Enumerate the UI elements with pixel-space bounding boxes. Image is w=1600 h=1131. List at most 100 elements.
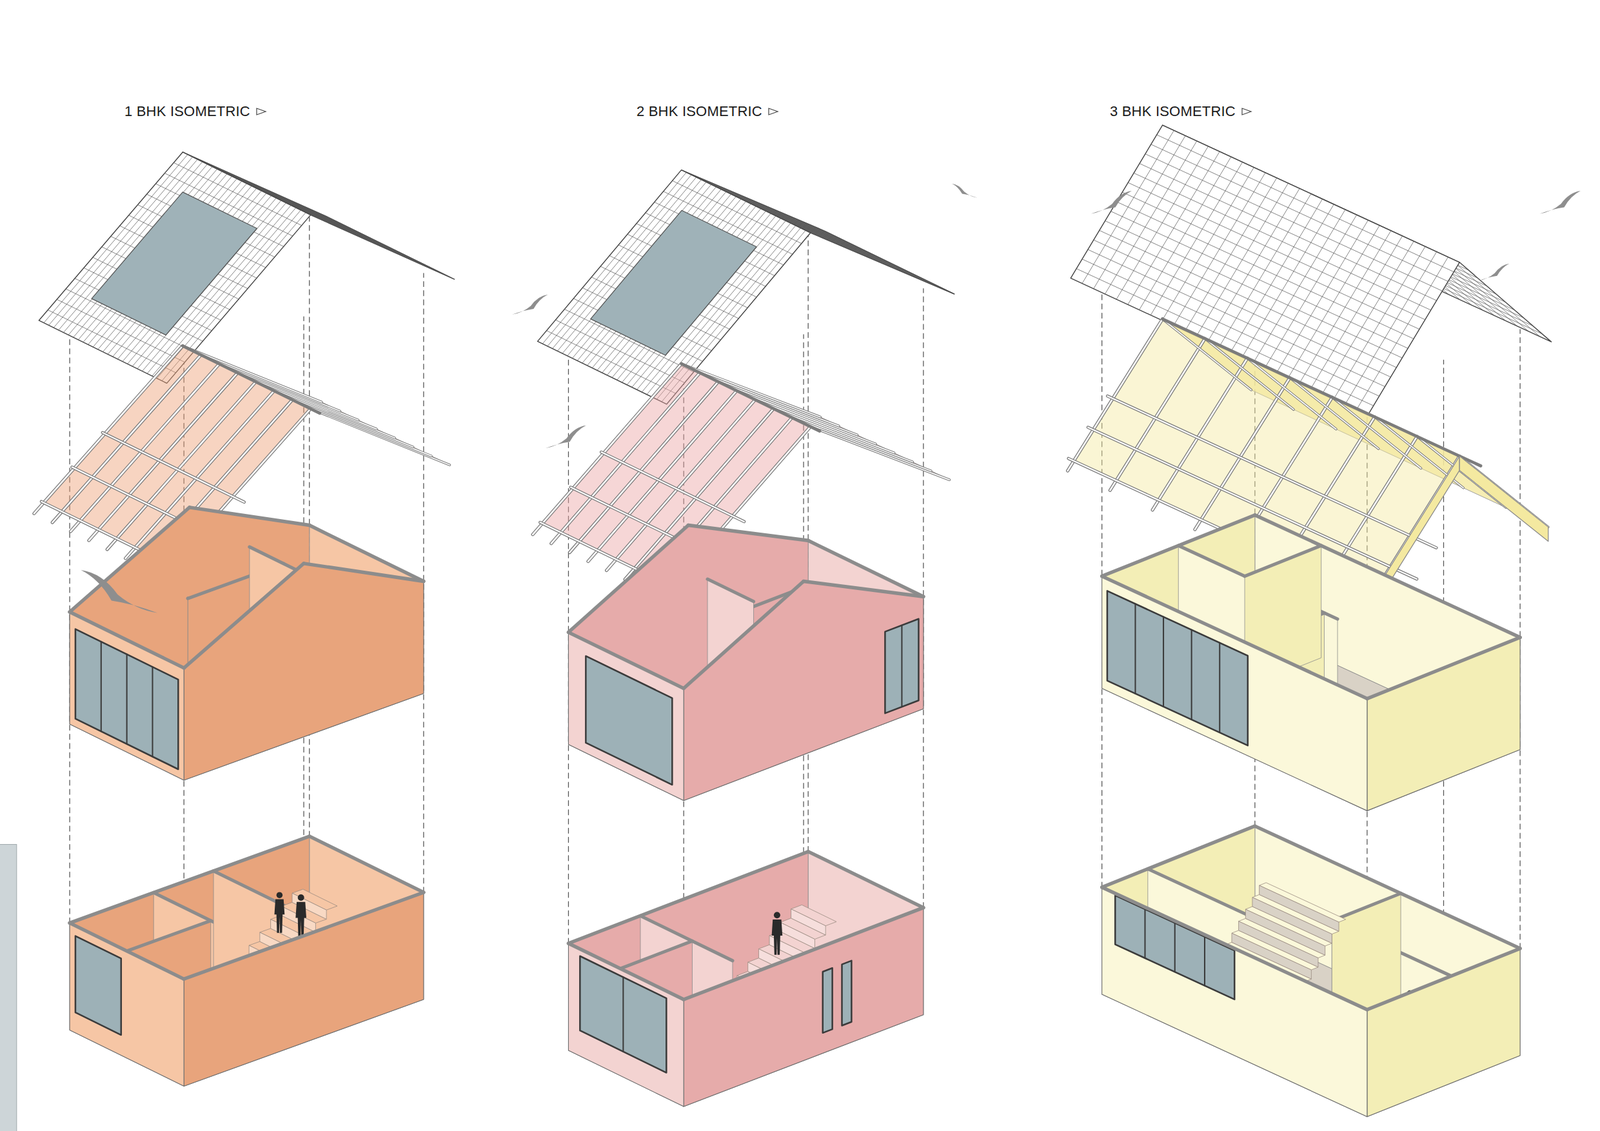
window-mullion (1134, 604, 1136, 694)
tile-joint (1333, 246, 1426, 400)
window-mullion (622, 977, 624, 1052)
view-title-text: 2 BHK ISOMETRIC (636, 103, 763, 120)
window-mullion (1191, 630, 1193, 720)
wall-top (568, 943, 684, 1000)
rafter (699, 372, 840, 427)
wall-top (69, 922, 184, 979)
rafter (773, 408, 914, 463)
ridge-beam (1162, 319, 1481, 467)
tile-joint (1139, 156, 1232, 310)
rafter (292, 399, 432, 456)
side-wall (69, 612, 184, 781)
purlin (102, 432, 245, 503)
title-arrow (767, 107, 780, 117)
birds (80, 183, 1581, 614)
rafter (182, 345, 322, 402)
wall-top (688, 525, 809, 542)
tile-joint (1093, 136, 1186, 289)
rafter (201, 354, 341, 411)
rafter (237, 372, 377, 429)
bird-silhouette (1478, 263, 1510, 282)
tile-joint (1150, 161, 1243, 315)
window-glazing (75, 629, 178, 770)
title-arrow (255, 107, 267, 117)
window-mullion (100, 641, 102, 732)
bird-silhouette (80, 570, 158, 613)
tile-joint (805, 230, 950, 292)
purlin (601, 452, 745, 522)
tile-joint (790, 223, 935, 285)
bird-silhouette (1091, 190, 1132, 214)
wall-top (568, 851, 809, 944)
purlin (102, 432, 245, 503)
wall-top (183, 563, 304, 669)
window-mullion (1218, 642, 1221, 733)
window-glazing (1107, 590, 1248, 746)
rafter (1067, 319, 1163, 471)
stair-riser (1259, 885, 1339, 932)
tile-joint (1264, 214, 1357, 368)
rafter (551, 372, 700, 544)
window-mullion (126, 654, 128, 745)
wall-top (1367, 948, 1521, 1010)
rafter (718, 381, 858, 436)
wall-top (69, 612, 184, 669)
rafter (1152, 357, 1248, 510)
front-wall (1367, 948, 1521, 1117)
front-wall (183, 892, 424, 1087)
tile-joint (1230, 199, 1323, 353)
ridge-beam (182, 345, 320, 413)
rafter (1152, 357, 1248, 510)
rafter (219, 363, 359, 420)
rafter (34, 345, 183, 514)
wall-top (1254, 515, 1521, 638)
bird-silhouette (544, 425, 586, 449)
rafter (182, 345, 322, 402)
rafter (219, 363, 359, 420)
rafter (810, 426, 950, 481)
tile-joint (1104, 141, 1197, 295)
window-glazing (1115, 895, 1235, 1000)
roof-skylight (91, 192, 257, 336)
tile-joint (1116, 146, 1208, 300)
rafter (532, 363, 682, 535)
wall-top (1367, 637, 1521, 700)
purlin (601, 452, 745, 522)
person-silhouette (274, 891, 285, 933)
rafter (274, 390, 414, 447)
tile-joint (780, 218, 925, 280)
view-title: 1 BHK ISOMETRIC (124, 103, 267, 120)
side-wall (1102, 576, 1368, 812)
wall-top (1331, 893, 1401, 921)
front-wall (683, 581, 924, 801)
tile-joint (1173, 172, 1266, 326)
wall-top (303, 563, 424, 582)
rafter (681, 363, 821, 418)
rafter (52, 354, 201, 523)
view-title-text: 1 BHK ISOMETRIC (124, 103, 251, 120)
rafter (1195, 377, 1290, 530)
rafter (791, 417, 932, 472)
stair-riser (791, 909, 827, 936)
side-wall (568, 943, 684, 1107)
wall-top (568, 632, 684, 689)
rafter (52, 354, 201, 523)
side-wall (1102, 887, 1368, 1117)
wall-top (1102, 826, 1255, 888)
tile-joint (795, 225, 940, 287)
rafter (755, 399, 895, 454)
wall-top (1102, 887, 1368, 1010)
rafter (1067, 319, 1163, 471)
wall-top (127, 920, 211, 952)
window-glazing (822, 967, 833, 1034)
tile-joint (785, 220, 930, 282)
person-silhouette (295, 894, 307, 938)
window-mullion (1174, 922, 1176, 972)
wall-top (69, 507, 190, 613)
window-glazing (75, 936, 122, 1036)
wall-top (1102, 576, 1368, 700)
tile-joint (800, 228, 945, 290)
person-silhouette (771, 911, 783, 955)
rafter (292, 399, 432, 456)
tile-joint (1356, 257, 1448, 411)
